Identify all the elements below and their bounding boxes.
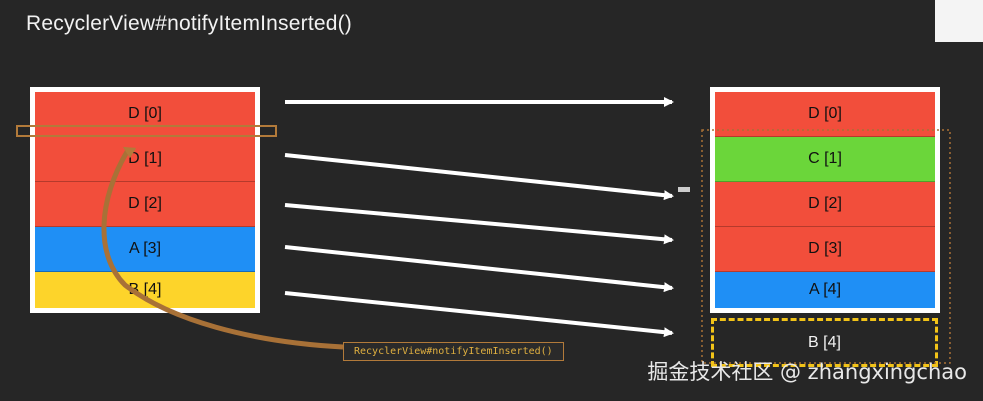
- insert-highlight: [16, 125, 277, 137]
- corner-thumbnail: [935, 0, 983, 42]
- left-item-label: A [3]: [128, 240, 162, 257]
- left-item-4: B [4]: [35, 272, 255, 308]
- right-item-label: D [3]: [808, 240, 842, 257]
- left-item-1: D [1]: [35, 137, 255, 182]
- right-item-2: D [2]: [715, 182, 935, 227]
- new-item-label: B [4]: [808, 333, 841, 351]
- map-arrow-3: [284, 245, 674, 293]
- cursor-mark: [678, 187, 690, 192]
- right-item-label: C [1]: [808, 150, 842, 167]
- right-item-1: C [1]: [715, 137, 935, 182]
- left-item-label: D [1]: [128, 150, 162, 167]
- insert-curve-arrow: [101, 146, 344, 350]
- right-list: D [0] C [1] D [2] D [3] A [4]: [710, 87, 940, 313]
- left-item-label: D [0]: [128, 105, 162, 122]
- right-item-label: D [0]: [808, 105, 842, 122]
- right-item-3: D [3]: [715, 227, 935, 272]
- map-arrow-1: [284, 153, 674, 201]
- watermark: 掘金技术社区 @ zhangxingchao: [647, 360, 967, 384]
- right-item-label: D [2]: [808, 195, 842, 212]
- method-tag: RecyclerView#notifyItemInserted(): [343, 342, 564, 361]
- map-arrow-4: [284, 291, 674, 338]
- slide-title: RecyclerView#notifyItemInserted(): [26, 12, 352, 35]
- right-item-4: A [4]: [715, 272, 935, 308]
- left-list: D [0] D [1] D [2] A [3] B [4]: [30, 87, 260, 313]
- map-arrow-2: [284, 203, 674, 245]
- left-item-0: D [0]: [35, 92, 255, 137]
- left-item-2: D [2]: [35, 182, 255, 227]
- right-item-label: A [4]: [808, 281, 842, 298]
- left-item-label: D [2]: [128, 195, 162, 212]
- new-item-slot: B [4]: [711, 318, 938, 367]
- left-item-3: A [3]: [35, 227, 255, 272]
- shift-outline: [701, 129, 951, 364]
